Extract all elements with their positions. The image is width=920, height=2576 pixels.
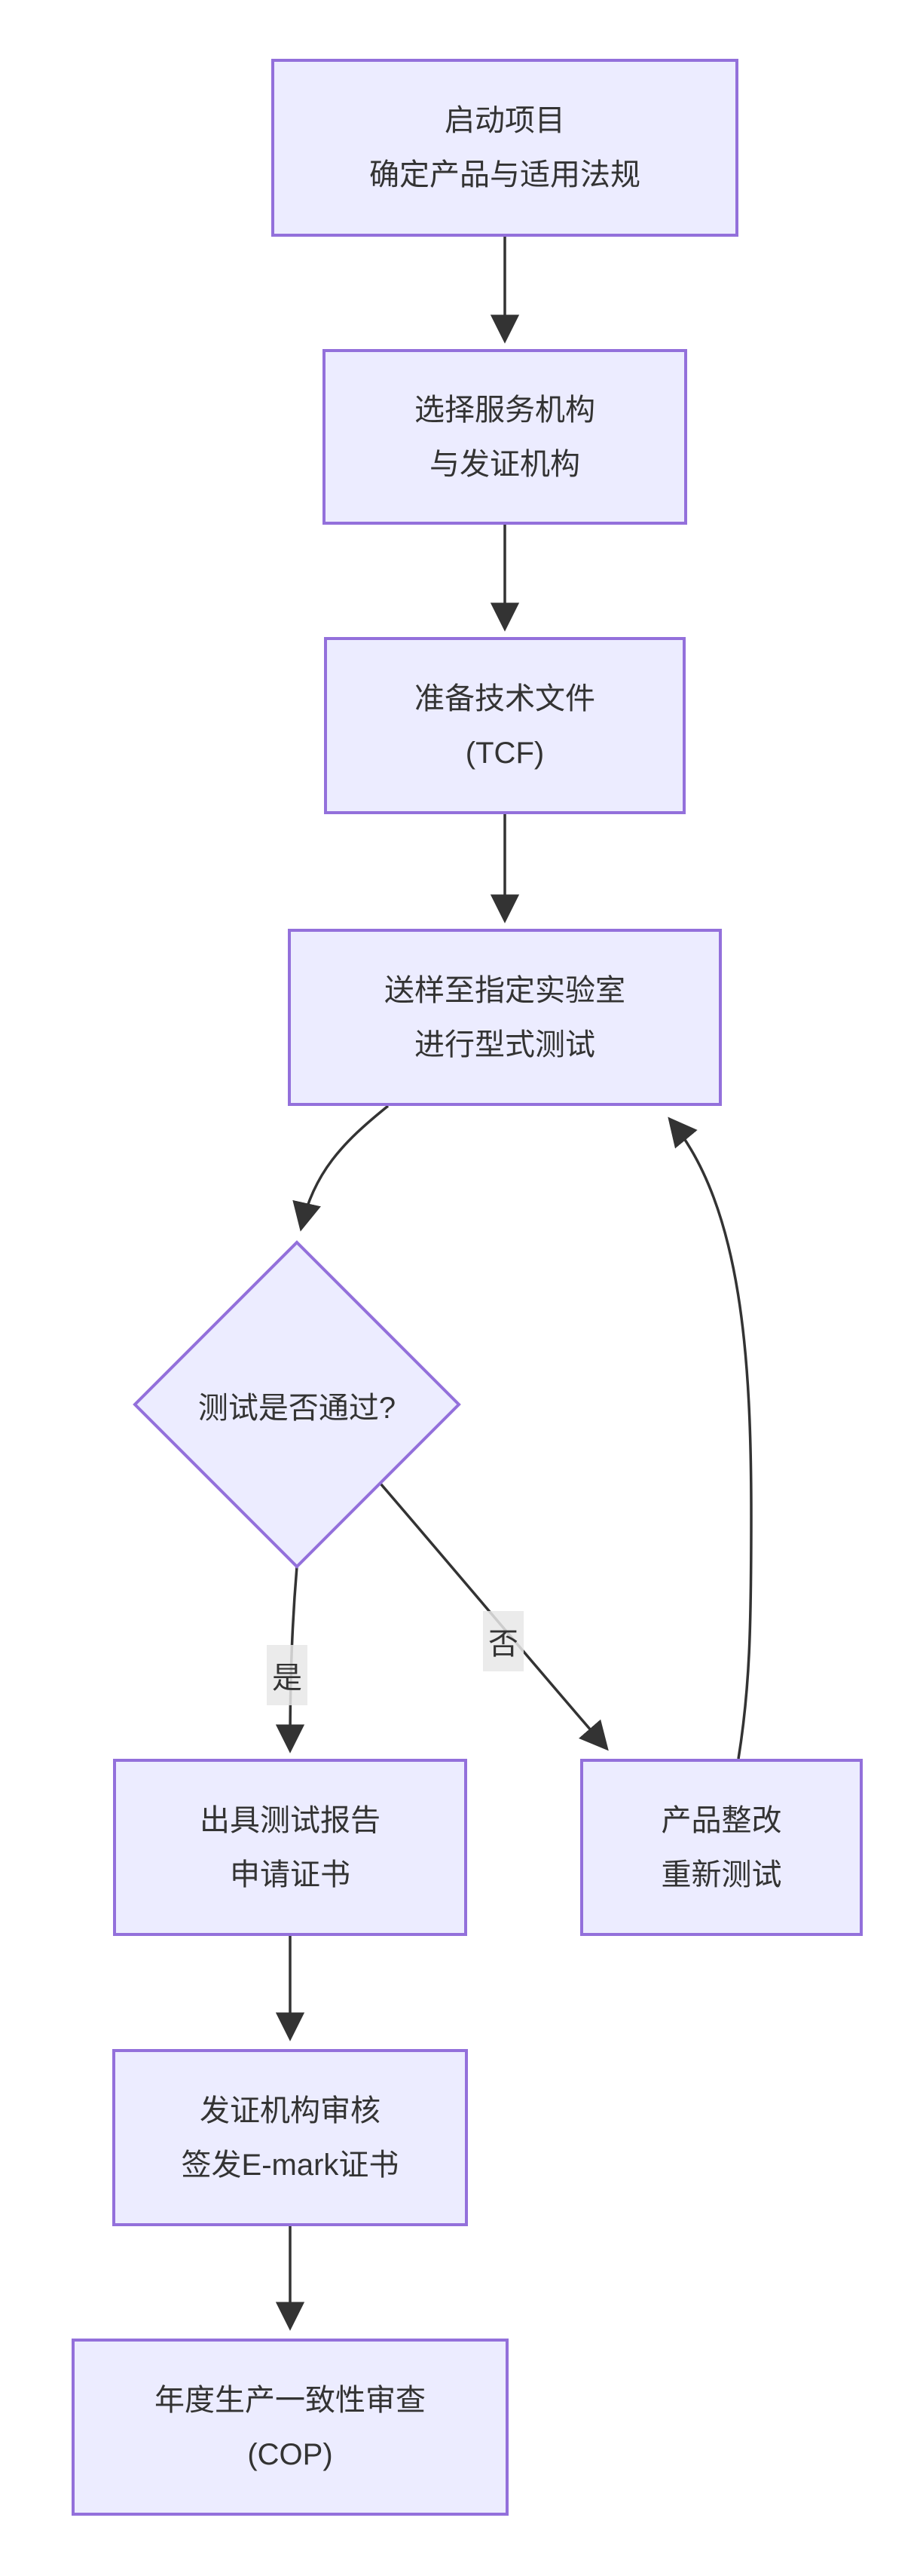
- node-select-agency-line1: 选择服务机构: [414, 393, 595, 427]
- node-cop-line2: (COP): [247, 2437, 333, 2471]
- node-report-cert-line1: 出具测试报告: [200, 1803, 381, 1837]
- node-select-agency: 选择服务机构 与发证机构: [322, 349, 687, 525]
- node-rework-line1: 产品整改: [661, 1803, 782, 1837]
- node-select-agency-line2: 与发证机构: [429, 447, 580, 481]
- decision-diamond-label: 测试是否通过?: [197, 1392, 396, 1425]
- node-report-cert-line2: 申请证书: [230, 1858, 350, 1891]
- node-rework-line2: 重新测试: [661, 1858, 782, 1891]
- node-issue-cert: 发证机构审核 签发E-mark证书: [112, 2049, 468, 2226]
- edge-label-no: 否: [483, 1611, 524, 1671]
- node-issue-cert-line2: 签发E-mark证书: [181, 2148, 399, 2182]
- node-cop-line1: 年度生产一致性审查: [154, 2383, 426, 2417]
- edge-rework-loop-to-test: [668, 1116, 753, 1760]
- node-rework: 产品整改 重新测试: [580, 1759, 863, 1936]
- node-type-test-line2: 进行型式测试: [414, 1028, 595, 1061]
- node-start-line1: 启动项目: [445, 104, 565, 137]
- decision-diamond-shape: [133, 1240, 461, 1569]
- edge-label-yes: 是: [267, 1645, 307, 1705]
- node-prepare-tcf-line2: (TCF): [465, 736, 545, 770]
- node-prepare-tcf: 准备技术文件 (TCF): [324, 637, 686, 814]
- node-type-test: 送样至指定实验室 进行型式测试: [288, 929, 722, 1106]
- node-report-cert: 出具测试报告 申请证书: [113, 1759, 467, 1936]
- node-issue-cert-line1: 发证机构审核: [200, 2094, 381, 2127]
- node-prepare-tcf-line1: 准备技术文件: [414, 682, 595, 715]
- edge-test-to-decision: [292, 1104, 390, 1232]
- node-start-line2: 确定产品与适用法规: [369, 158, 640, 191]
- node-start: 启动项目 确定产品与适用法规: [271, 59, 738, 237]
- node-cop: 年度生产一致性审查 (COP): [72, 2339, 509, 2516]
- node-type-test-line1: 送样至指定实验室: [384, 973, 625, 1007]
